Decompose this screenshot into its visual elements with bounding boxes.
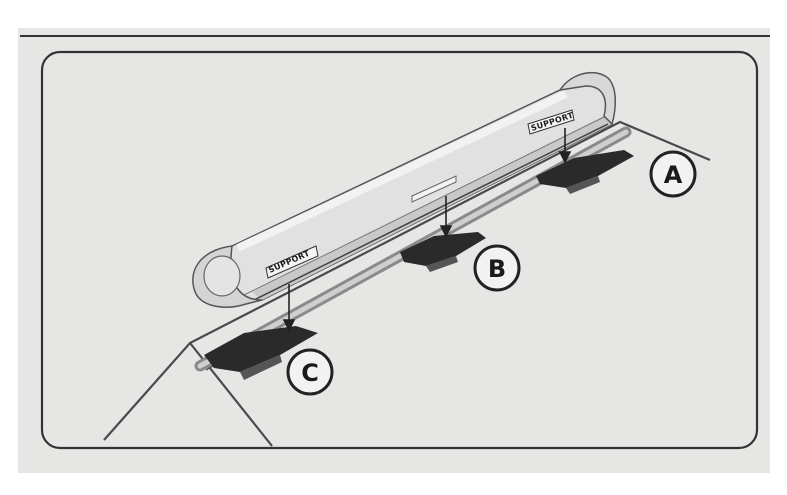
support-bracket-a [536, 150, 634, 194]
awning-body [192, 71, 616, 308]
support-bracket-b [400, 232, 486, 272]
support-arrows [282, 128, 572, 332]
callout-c: C [286, 348, 334, 396]
support-bracket-c [204, 326, 318, 380]
roof-outline [103, 120, 711, 441]
arrow-to-b [439, 196, 453, 238]
arrow-to-c [282, 284, 296, 332]
arrow-to-a [558, 128, 572, 164]
paper-background [18, 28, 770, 473]
callout-a-text: A [664, 161, 683, 189]
diagram-frame [40, 50, 759, 450]
callout-b-text: B [488, 255, 506, 283]
callout-a: A [649, 150, 697, 198]
callout-c-text: C [301, 359, 319, 387]
callout-b: B [473, 244, 521, 292]
